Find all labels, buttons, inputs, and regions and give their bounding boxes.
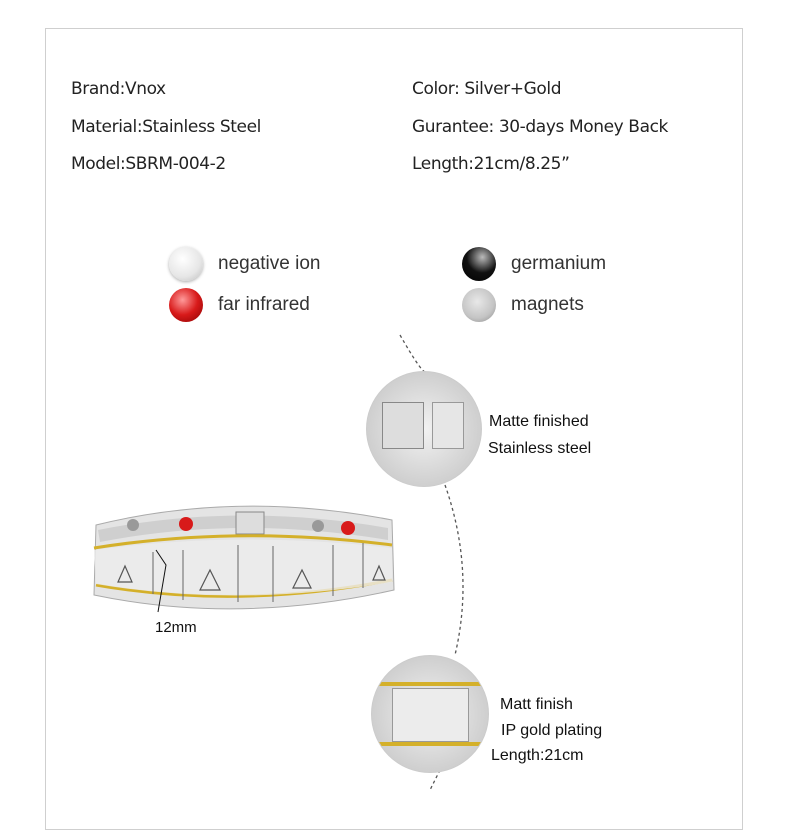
legend-negative-ion: negative ion bbox=[218, 253, 321, 274]
legend-far-infrared: far infrared bbox=[218, 294, 310, 315]
callout-ip-gold-plating: IP gold plating bbox=[501, 722, 603, 739]
spec-material: Material:Stainless Steel bbox=[71, 117, 261, 137]
far-infrared-dot-icon bbox=[169, 288, 203, 322]
callout-matte-finished: Matte finished bbox=[489, 413, 589, 430]
callout-stainless-steel: Stainless steel bbox=[488, 440, 592, 457]
legend-magnets: magnets bbox=[511, 294, 584, 315]
callout-matt-finish: Matt finish bbox=[500, 696, 573, 713]
bracelet-image bbox=[93, 505, 395, 613]
negative-ion-dot-icon bbox=[169, 247, 203, 281]
spec-brand: Brand:Vnox bbox=[71, 79, 166, 99]
spec-length: Length:21cm/8.25” bbox=[412, 154, 570, 174]
zoom-clasp-image bbox=[366, 371, 482, 487]
spec-guarantee: Gurantee: 30-days Money Back bbox=[412, 117, 668, 137]
width-dimension-label: 12mm bbox=[155, 619, 197, 636]
magnets-dot-icon bbox=[462, 288, 496, 322]
legend-germanium: germanium bbox=[511, 253, 607, 274]
zoom-gold-plating-image bbox=[371, 655, 489, 773]
spec-color: Color: Silver+Gold bbox=[412, 79, 562, 99]
callout-length: Length:21cm bbox=[491, 747, 584, 764]
germanium-dot-icon bbox=[462, 247, 496, 281]
spec-model: Model:SBRM-004-2 bbox=[71, 154, 226, 174]
